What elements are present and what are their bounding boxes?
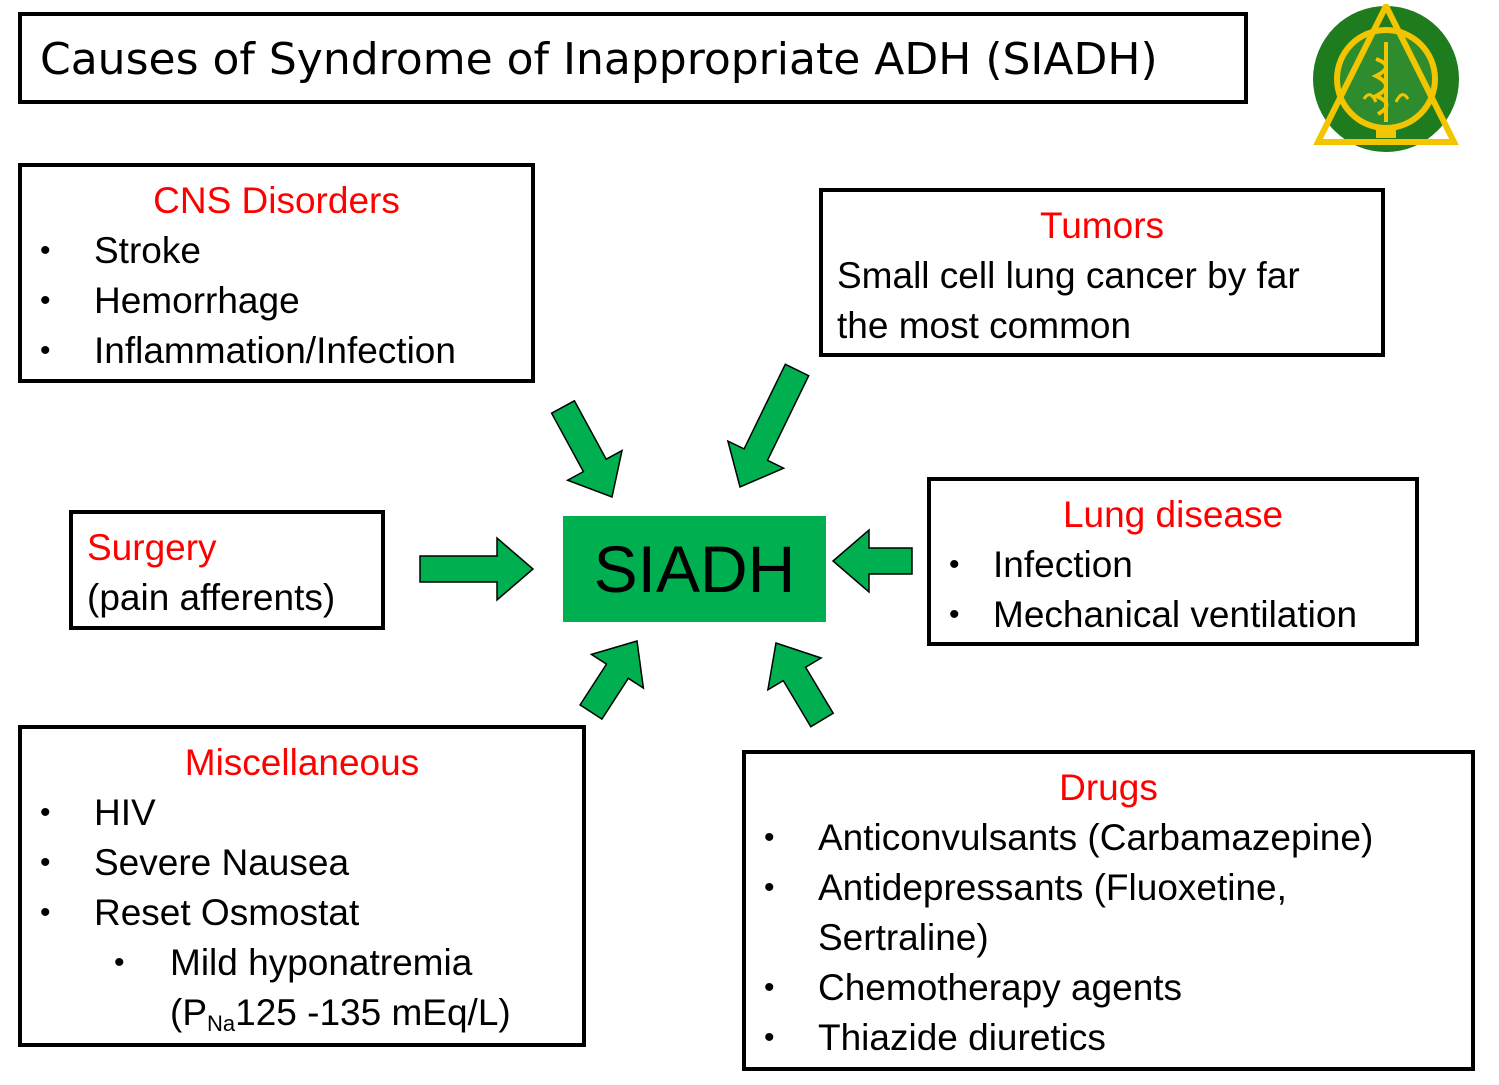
- tumors-line-1: Small cell lung cancer by far: [837, 255, 1300, 296]
- list-item: Chemotherapy agents: [746, 963, 1471, 1013]
- pna-range: 125 -135 mEq/L): [235, 992, 511, 1033]
- list-item: Severe Nausea: [22, 838, 582, 888]
- lung-disease-box: Lung disease Infection Mechanical ventil…: [927, 477, 1419, 646]
- list-item-continuation: Sertraline): [818, 917, 989, 958]
- lung-disease-list: Infection Mechanical ventilation: [931, 540, 1415, 640]
- lung-disease-header: Lung disease: [1062, 494, 1284, 535]
- list-item: Thiazide diuretics: [746, 1013, 1471, 1063]
- drugs-header: Drugs: [1059, 767, 1158, 808]
- cns-disorders-header: CNS Disorders: [153, 180, 400, 221]
- arrow-from-misc: [579, 640, 645, 721]
- list-item: Inflammation/Infection: [22, 326, 531, 376]
- tumors-box: Tumors Small cell lung cancer by far the…: [819, 188, 1385, 357]
- tumors-header: Tumors: [1039, 205, 1165, 246]
- pna-subscript: Na: [207, 1011, 236, 1036]
- surgery-box: Surgery (pain afferents): [69, 510, 385, 630]
- pna-open: (P: [170, 992, 207, 1033]
- arrow-from-tumors: [726, 363, 810, 489]
- drugs-list: Anticonvulsants (Carbamazepine) Antidepr…: [746, 813, 1471, 1063]
- page-title: Causes of Syndrome of Inappropriate ADH …: [40, 34, 1158, 85]
- list-item: Mechanical ventilation: [931, 590, 1415, 640]
- arrow-group: [419, 363, 913, 728]
- tumors-line-2: the most common: [837, 305, 1132, 346]
- miscellaneous-box: Miscellaneous HIV Severe Nausea Reset Os…: [18, 725, 586, 1047]
- siadh-center-label: SIADH: [563, 516, 826, 622]
- arrow-from-cns: [550, 399, 624, 499]
- arrow-from-drugs: [766, 642, 835, 728]
- arrow-from-lung: [831, 528, 913, 594]
- drugs-box: Drugs Anticonvulsants (Carbamazepine) An…: [742, 750, 1475, 1071]
- surgery-header: Surgery: [87, 527, 217, 568]
- list-item: Anticonvulsants (Carbamazepine): [746, 813, 1471, 863]
- miscellaneous-header: Miscellaneous: [184, 742, 420, 783]
- school-of-medicine-logo-icon: [1313, 4, 1459, 152]
- title-box: Causes of Syndrome of Inappropriate ADH …: [18, 12, 1248, 104]
- list-item: Stroke: [22, 226, 531, 276]
- list-subitem: Mild hyponatremia: [22, 938, 582, 988]
- arrow-from-surgery: [419, 536, 535, 602]
- list-subitem-continuation: (PNa125 -135 mEq/L): [22, 988, 582, 1038]
- list-item: Antidepressants (Fluoxetine,: [746, 863, 1471, 913]
- cns-disorders-box: CNS Disorders Stroke Hemorrhage Inflamma…: [18, 163, 535, 383]
- surgery-line: (pain afferents): [87, 577, 336, 618]
- list-item: Reset Osmostat: [22, 888, 582, 938]
- list-item: Hemorrhage: [22, 276, 531, 326]
- list-item: Infection: [931, 540, 1415, 590]
- miscellaneous-list: HIV Severe Nausea Reset Osmostat Mild hy…: [22, 788, 582, 1038]
- cns-disorders-list: Stroke Hemorrhage Inflammation/Infection: [22, 226, 531, 376]
- list-item: HIV: [22, 788, 582, 838]
